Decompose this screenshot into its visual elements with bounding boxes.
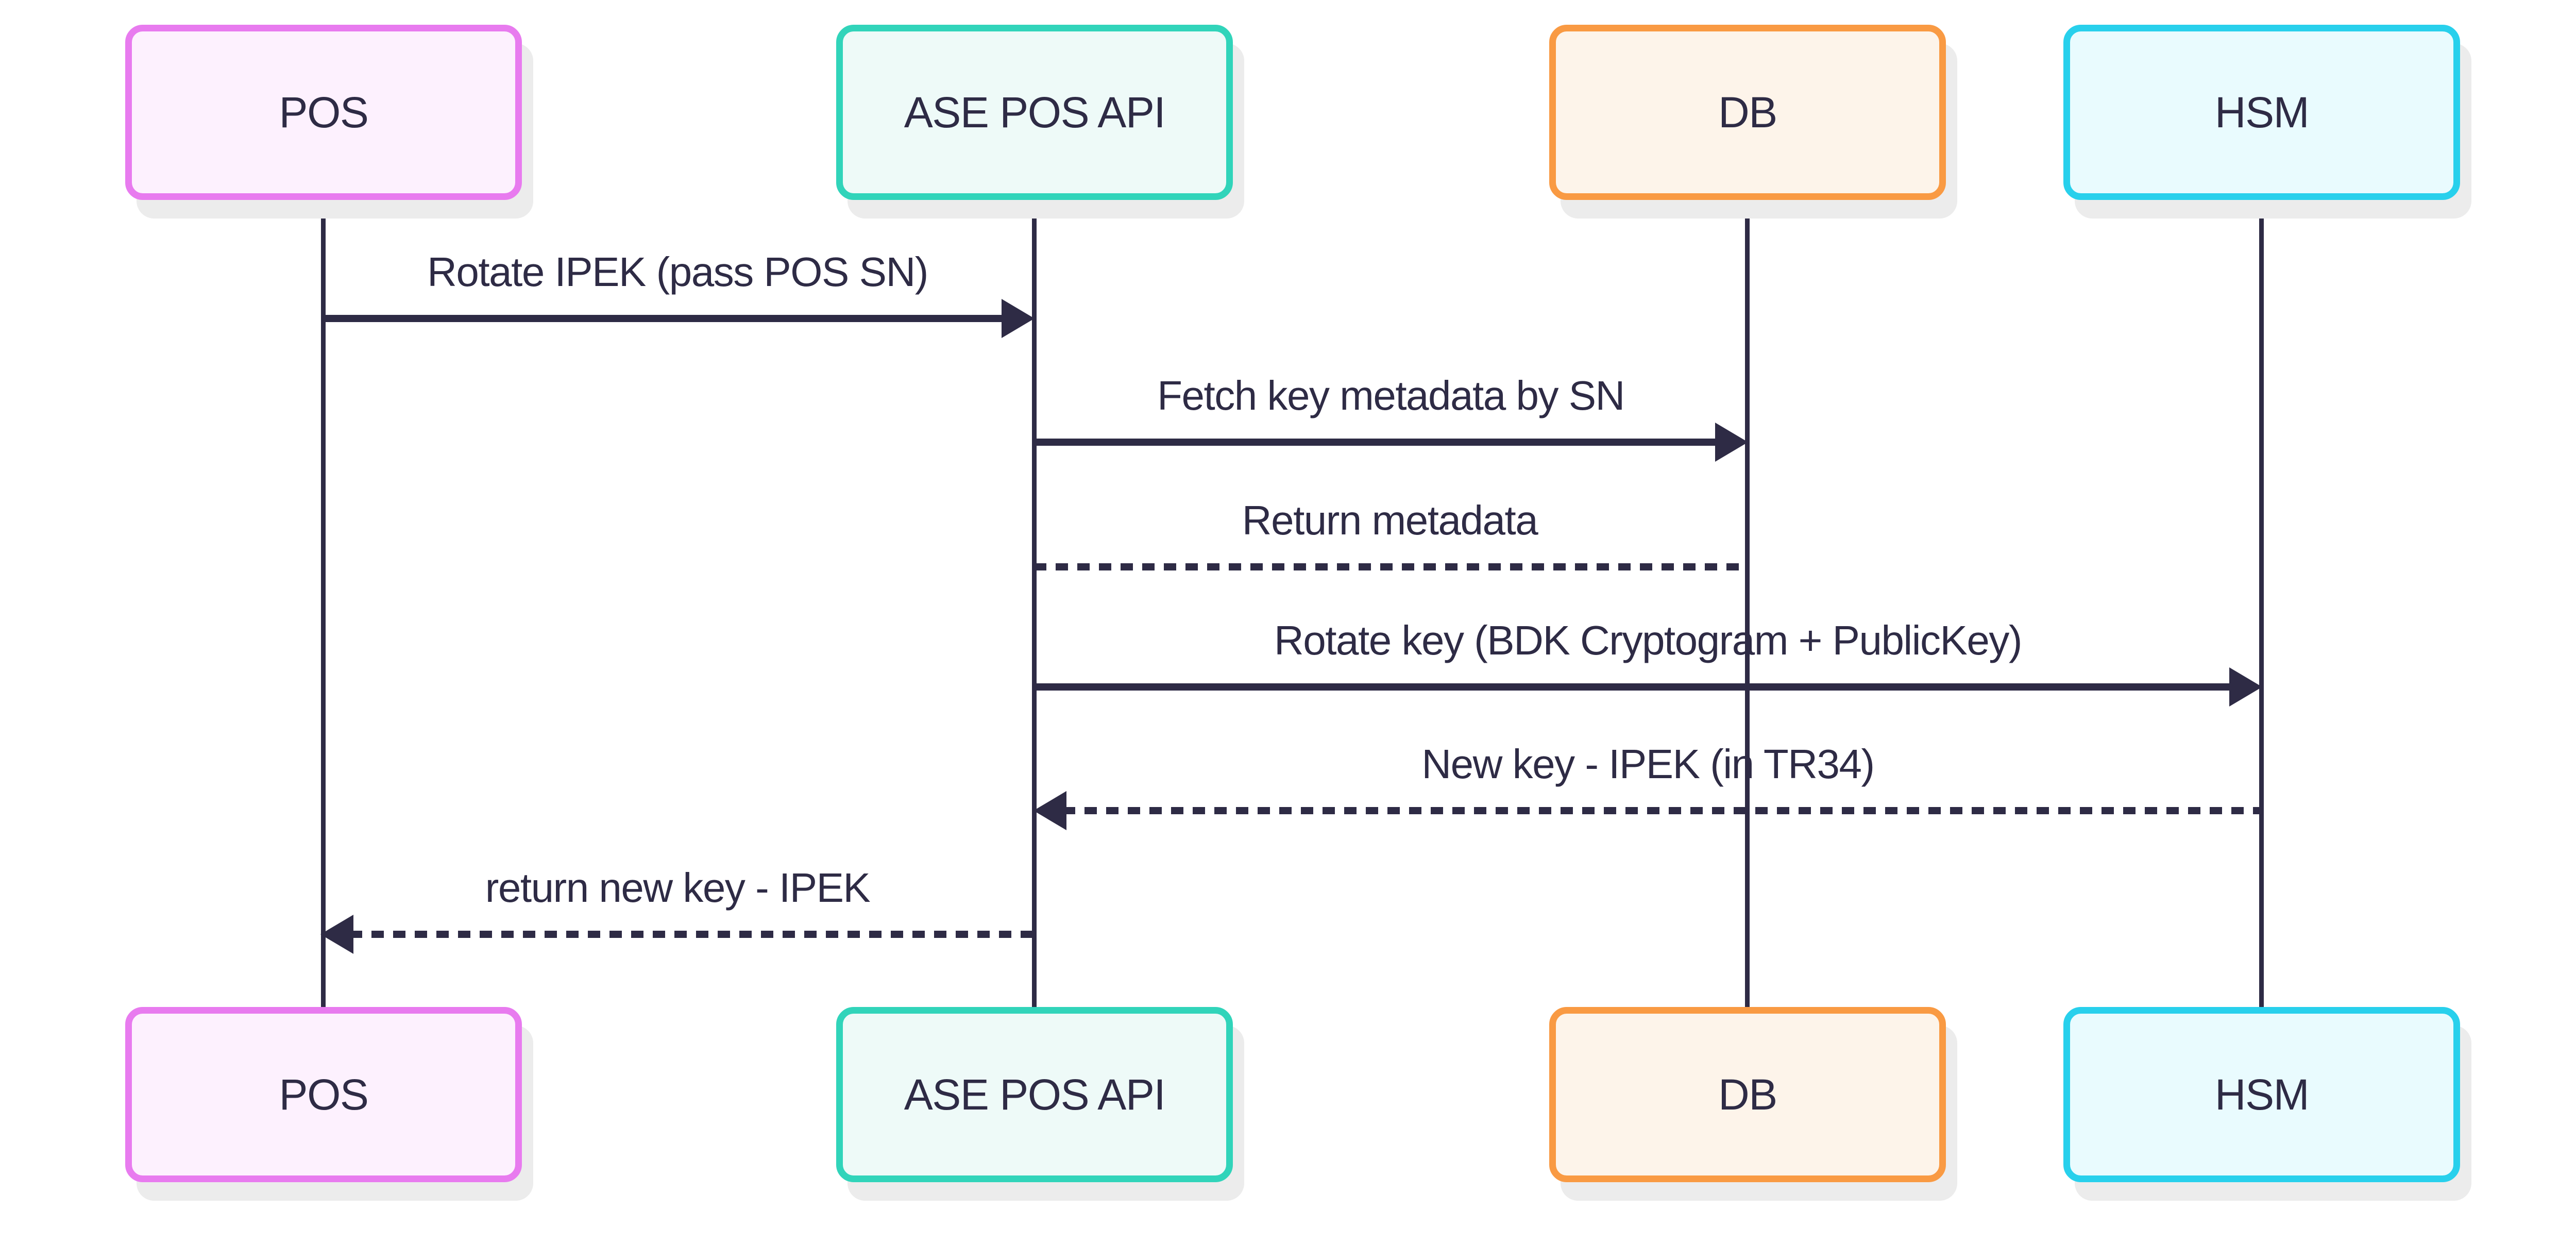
message-line — [1063, 807, 2262, 814]
actor-label-db: DB — [1718, 88, 1777, 137]
message-return-metadata: Return metadata — [1034, 490, 1745, 593]
lifeline-ase-pos-api — [1032, 200, 1037, 1007]
actor-box-hsm-bottom: HSM — [2063, 1007, 2460, 1182]
message-return-new-key-ipek: return new key - IPEK — [320, 857, 1034, 960]
arrowhead-left-icon — [320, 915, 353, 954]
arrowhead-right-icon — [1002, 299, 1035, 338]
actor-box-ase-pos-api-bottom: ASE POS API — [836, 1007, 1233, 1182]
message-rotate-key: Rotate key (BDK Cryptogram + PublicKey) — [1034, 610, 2262, 713]
message-text: Fetch key metadata by SN — [1157, 373, 1625, 418]
message-text: Return metadata — [1242, 497, 1538, 543]
lifeline-pos — [321, 200, 326, 1007]
lifeline-db — [1745, 200, 1750, 1007]
message-text: Rotate key (BDK Cryptogram + PublicKey) — [1274, 617, 2022, 663]
arrowhead-right-icon — [2229, 667, 2262, 707]
message-line — [321, 315, 1008, 322]
message-line — [1034, 439, 1722, 446]
message-text: Rotate IPEK (pass POS SN) — [427, 249, 928, 295]
message-line — [1034, 683, 2236, 691]
message-text: New key - IPEK (in TR34) — [1421, 741, 1875, 787]
arrowhead-left-icon — [1033, 791, 1066, 830]
actor-label-hsm: HSM — [2214, 88, 2310, 137]
actor-box-ase-pos-api-top: ASE POS API — [836, 25, 1233, 200]
message-line — [1034, 563, 1745, 570]
lifeline-hsm — [2259, 200, 2264, 1007]
message-line — [350, 931, 1034, 938]
message-rotate-ipek: Rotate IPEK (pass POS SN) — [321, 241, 1035, 344]
actor-label-hsm: HSM — [2214, 1070, 2310, 1119]
actor-label-pos: POS — [279, 88, 369, 137]
actor-box-db-top: DB — [1549, 25, 1946, 200]
message-text: return new key - IPEK — [485, 865, 871, 911]
actor-box-db-bottom: DB — [1549, 1007, 1946, 1182]
actor-box-hsm-top: HSM — [2063, 25, 2460, 200]
message-new-key-ipek: New key - IPEK (in TR34) — [1033, 733, 2262, 836]
actor-box-pos-top: POS — [125, 25, 522, 200]
actor-label-db: DB — [1718, 1070, 1777, 1119]
actor-box-pos-bottom: POS — [125, 1007, 522, 1182]
actor-label-ase-pos-api: ASE POS API — [904, 88, 1166, 137]
arrowhead-right-icon — [1715, 423, 1748, 462]
actor-label-pos: POS — [279, 1070, 369, 1119]
actor-label-ase-pos-api: ASE POS API — [904, 1070, 1166, 1119]
message-fetch-key-metadata: Fetch key metadata by SN — [1034, 365, 1748, 468]
